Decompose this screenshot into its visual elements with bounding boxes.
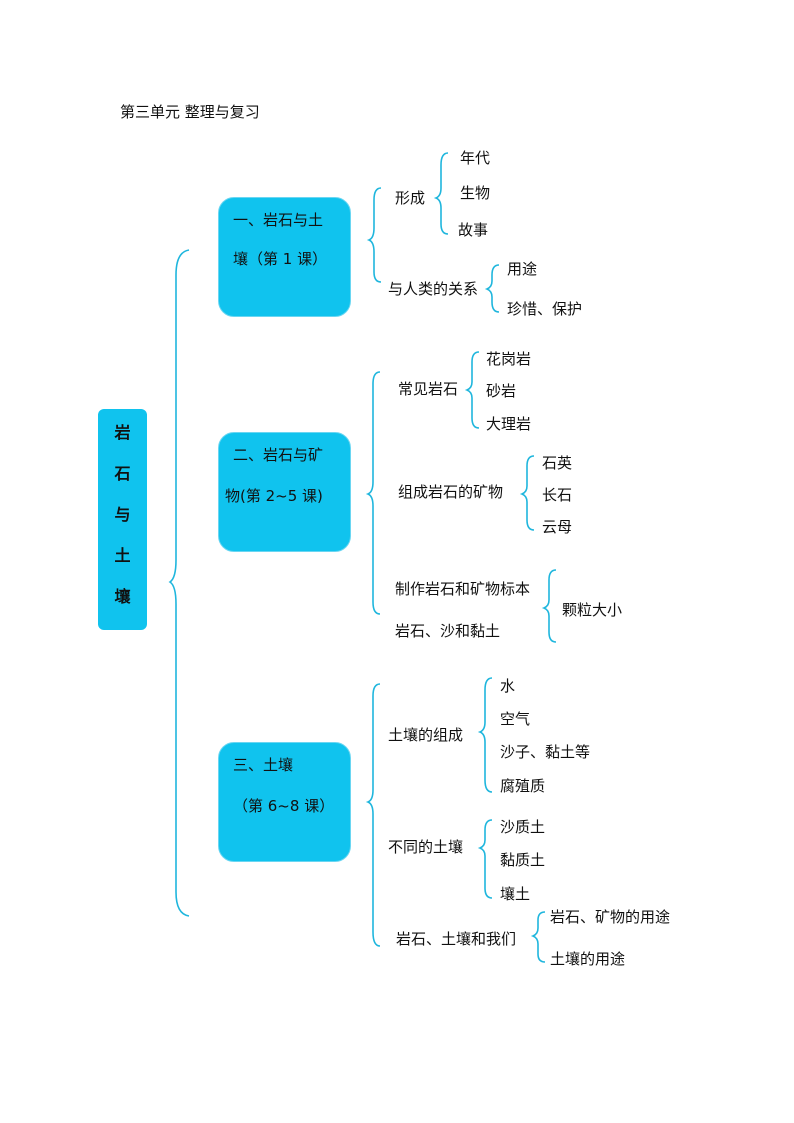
brace-s2 (365, 371, 381, 615)
main-topic-char: 岩 (114, 423, 131, 442)
leaf-item: 珍惜、保护 (507, 300, 583, 318)
leaf-item: 长石 (542, 486, 573, 504)
section-title-line2: 物(第 2~5 课) (225, 487, 323, 505)
main-topic-box: 岩 石 与 土 壤 (98, 409, 147, 630)
leaf-item: 黏质土 (500, 851, 546, 869)
brace-s1 (366, 187, 382, 283)
brace-s2-grain (541, 569, 557, 643)
leaf-item: 水 (500, 677, 516, 695)
section-title-line2: （第 6~8 课） (233, 797, 335, 815)
main-topic-char: 壤 (114, 587, 131, 606)
group-label-rocks-soil-us: 岩石、土壤和我们 (396, 930, 517, 948)
brace-s1-formation (433, 152, 449, 235)
brace-s1-relation (484, 264, 500, 313)
section-box-soil: 三、土壤 （第 6~8 课） (218, 742, 351, 862)
section-title-line1: 三、土壤 (233, 756, 294, 774)
group-label-soil-types: 不同的土壤 (388, 838, 464, 856)
leaf-item: 用途 (507, 260, 538, 278)
page-title: 第三单元 整理与复习 (120, 103, 260, 121)
brace-s2-minerals (519, 455, 535, 531)
section-title-line1: 一、岩石与土 (233, 211, 324, 229)
brace-s2-rocks (464, 351, 480, 429)
leaf-item: 壤土 (500, 885, 531, 903)
leaf-item: 腐殖质 (500, 777, 546, 795)
leaf-item: 石英 (542, 454, 573, 472)
leaf-item: 颗粒大小 (562, 601, 623, 619)
group-label-formation: 形成 (395, 189, 426, 207)
brace-s3-us (530, 911, 546, 963)
leaf-item: 年代 (460, 149, 491, 167)
group-label-specimens: 制作岩石和矿物标本 (395, 580, 531, 598)
section-title-line2: 壤（第 1 课） (233, 250, 328, 268)
section-box-rocks-soil: 一、岩石与土 壤（第 1 课） (218, 197, 351, 317)
leaf-item: 大理岩 (486, 415, 532, 433)
leaf-item: 空气 (500, 710, 531, 728)
brace-s3-composition (477, 677, 493, 793)
group-label-soil-composition: 土壤的组成 (388, 726, 464, 744)
main-topic-char: 石 (114, 464, 131, 483)
leaf-item: 沙质土 (500, 818, 546, 836)
main-topic-char: 与 (114, 505, 131, 524)
brace-s3 (365, 683, 381, 947)
leaf-item: 沙子、黏土等 (500, 743, 591, 761)
brace-s3-soils (477, 819, 493, 899)
section-title-line1: 二、岩石与矿 (233, 446, 324, 464)
group-label-relation: 与人类的关系 (388, 280, 479, 298)
main-topic-char: 土 (114, 546, 131, 565)
leaf-item: 云母 (542, 518, 573, 536)
main-brace (168, 249, 190, 917)
leaf-item: 花岗岩 (486, 350, 532, 368)
leaf-item: 砂岩 (486, 382, 517, 400)
group-label-common-rocks: 常见岩石 (398, 380, 459, 398)
leaf-item: 生物 (460, 184, 491, 202)
leaf-item: 岩石、矿物的用途 (550, 908, 671, 926)
leaf-item: 故事 (458, 221, 489, 239)
leaf-item: 土壤的用途 (550, 950, 626, 968)
section-box-rocks-minerals: 二、岩石与矿 物(第 2~5 课) (218, 432, 351, 552)
group-label-minerals: 组成岩石的矿物 (398, 483, 504, 501)
group-label-rock-sand-clay: 岩石、沙和黏土 (395, 622, 501, 640)
